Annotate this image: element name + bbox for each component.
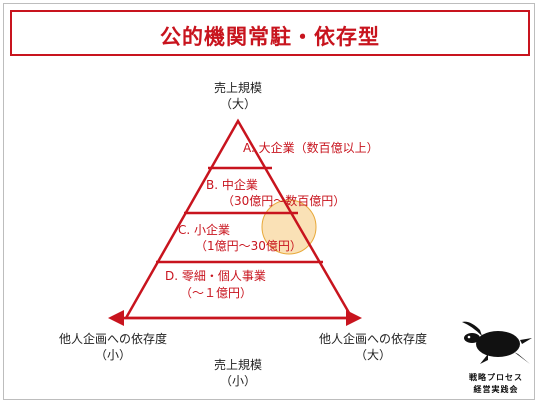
slide-frame bbox=[3, 3, 535, 400]
logo-line1: 戦略プロセス bbox=[469, 373, 523, 382]
top-axis-label: 売上規模 （大） bbox=[190, 80, 286, 112]
logo-line2: 経営実践会 bbox=[473, 385, 519, 394]
tier-c-sub: （1億円～30億円） bbox=[195, 239, 302, 253]
page-title: 公的機関常駐・依存型 bbox=[160, 25, 380, 49]
arrow-left-head bbox=[108, 310, 124, 326]
left-axis-label: 他人企画への依存度 （小） bbox=[48, 331, 178, 363]
right-axis-sub: （大） bbox=[354, 348, 391, 362]
title-box: 公的機関常駐・依存型 bbox=[10, 10, 530, 56]
bottom-axis-sub: （小） bbox=[219, 374, 256, 388]
tier-b-label: B. 中企業 bbox=[206, 178, 258, 192]
tier-c-label: C. 小企業 bbox=[178, 223, 231, 237]
top-axis-sub: （大） bbox=[219, 97, 256, 111]
turtle-icon bbox=[462, 321, 532, 364]
tier-d-label: D. 零細・個人事業 bbox=[165, 269, 266, 283]
right-axis-title: 他人企画への依存度 bbox=[318, 332, 427, 346]
bottom-axis-label: 売上規模 （小） bbox=[190, 357, 286, 389]
left-axis-sub: （小） bbox=[94, 348, 131, 362]
tier-d-sub: （～１億円） bbox=[180, 286, 253, 300]
top-axis-title: 売上規模 bbox=[213, 81, 262, 95]
bottom-axis-title: 売上規模 bbox=[213, 358, 262, 372]
tier-a-label: A. 大企業（数百億以上） bbox=[243, 141, 379, 155]
right-axis-label: 他人企画への依存度 （大） bbox=[308, 331, 438, 363]
company-logo: 戦略プロセス 経営実践会 bbox=[458, 318, 534, 398]
arrow-right-head bbox=[346, 310, 362, 326]
left-axis-title: 他人企画への依存度 bbox=[58, 332, 167, 346]
tier-b-sub: （30億円～数百億円） bbox=[222, 194, 346, 208]
